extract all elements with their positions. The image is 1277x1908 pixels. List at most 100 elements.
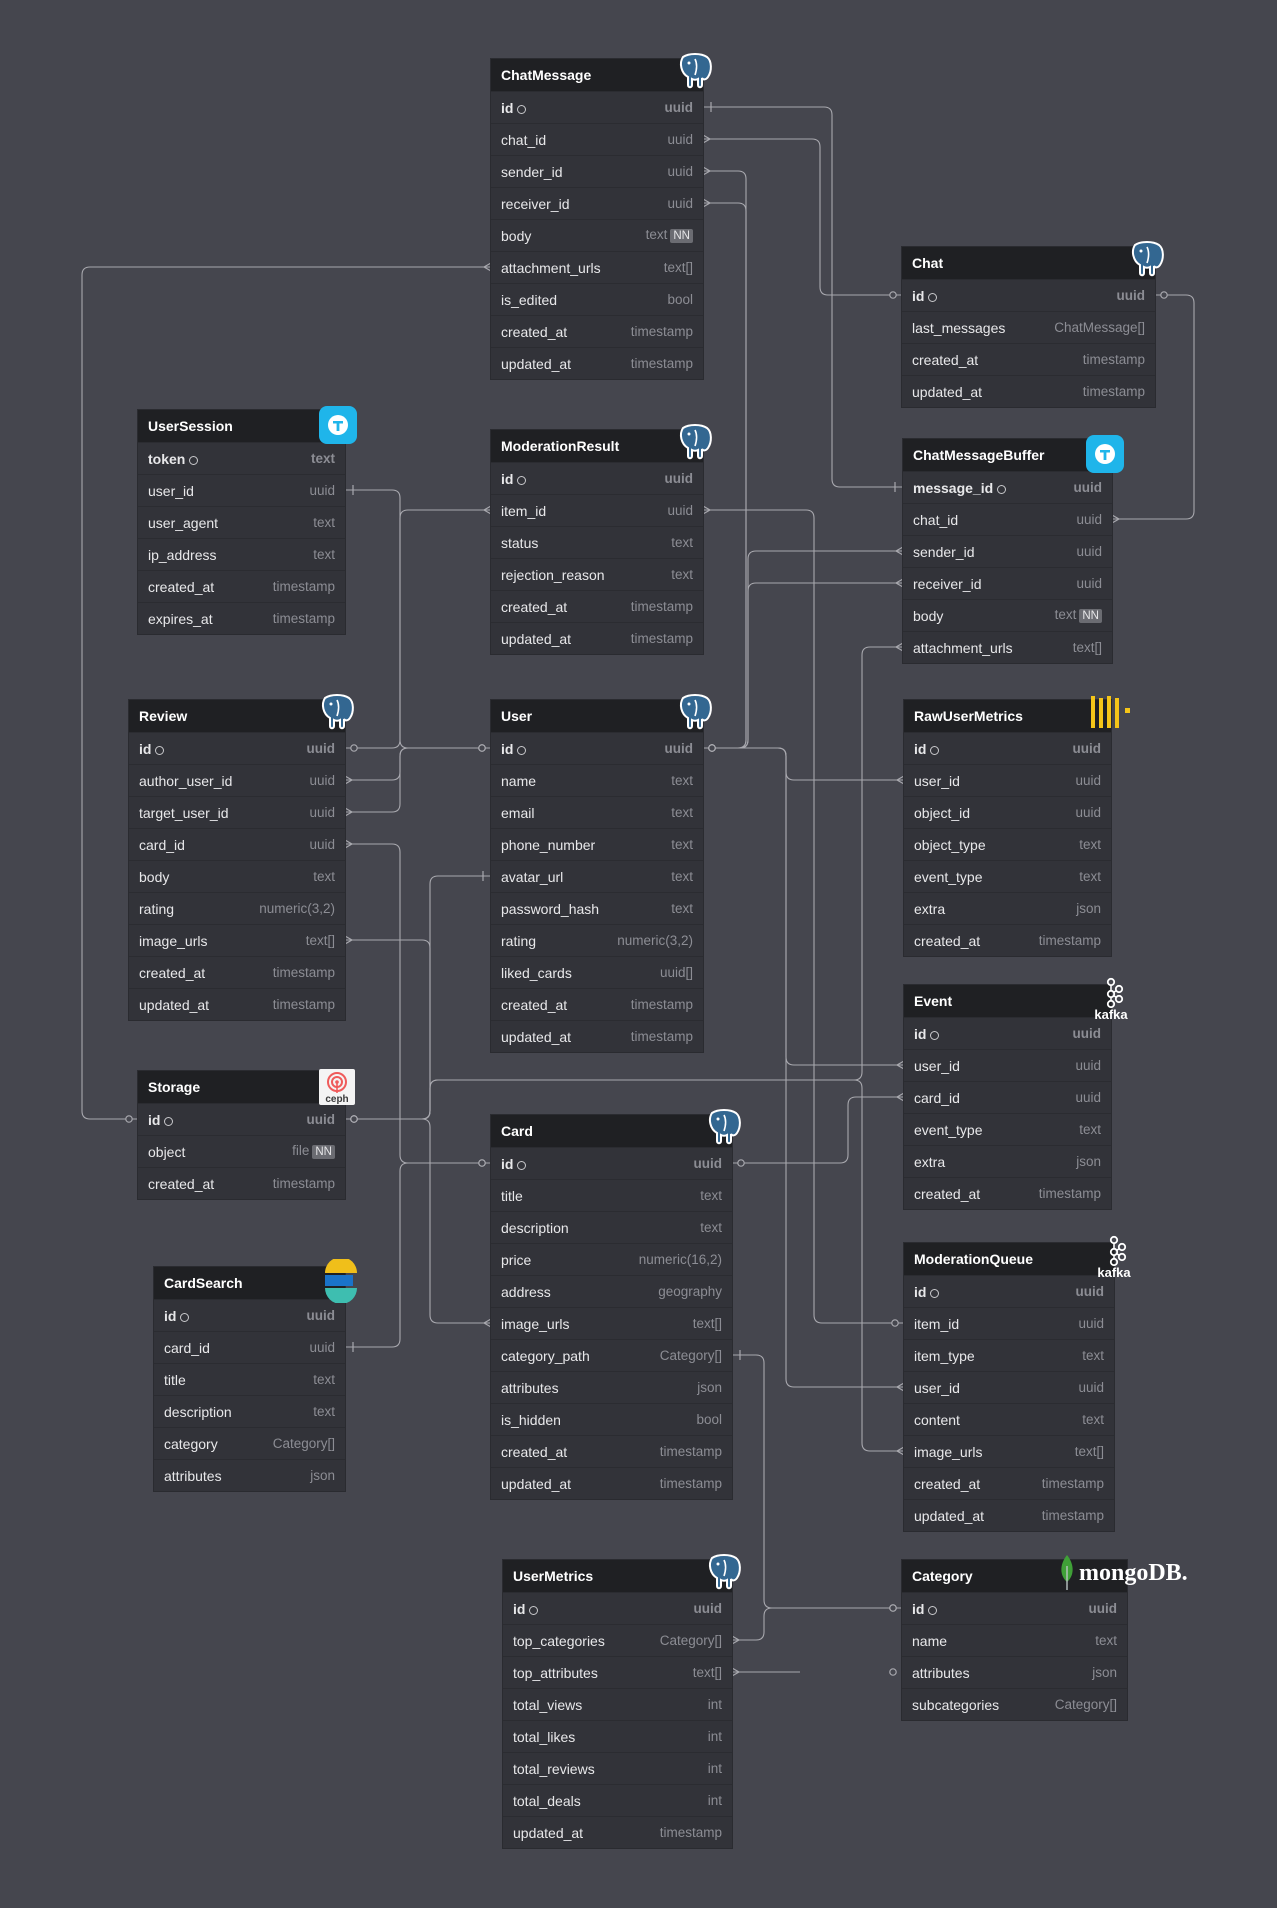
table-header[interactable]: ModerationResult: [491, 424, 712, 462]
table-header[interactable]: Review: [129, 694, 354, 732]
table-header[interactable]: ChatMessage: [491, 53, 712, 91]
table-header[interactable]: CardSearch: [154, 1257, 357, 1304]
table-header[interactable]: Chat: [902, 241, 1164, 279]
table-header[interactable]: RawUserMetrics: [904, 696, 1130, 732]
table-header[interactable]: UserMetrics: [503, 1554, 741, 1592]
table-header[interactable]: User: [491, 694, 712, 732]
